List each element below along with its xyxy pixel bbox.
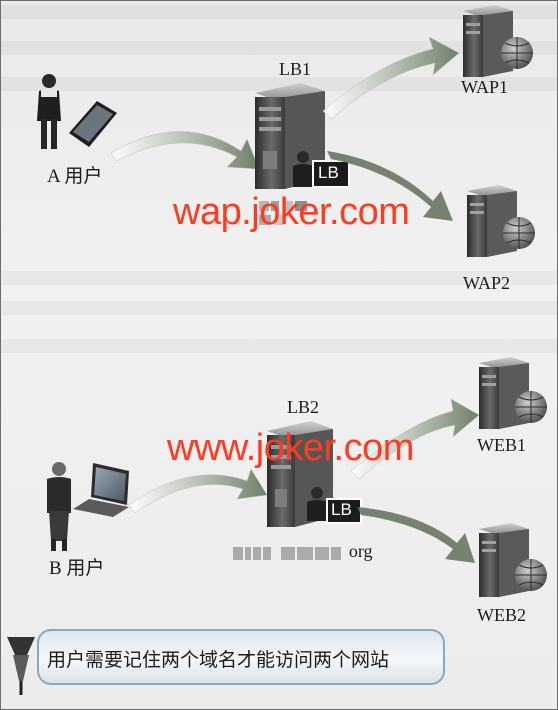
user-a-label: A 用户 <box>47 166 103 187</box>
arrow-lb1-to-wap2 <box>327 151 453 221</box>
arrow-lb1-to-wap1 <box>322 36 460 120</box>
lb2-admin-person-icon <box>307 487 327 521</box>
arrow-user-b-to-lb2 <box>128 468 268 514</box>
user-b-label: B 用户 <box>49 558 105 579</box>
lb2-domain-blurred: org <box>233 541 373 562</box>
note-callout: 用户需要记住两个域名才能访问两个网站 <box>37 629 445 685</box>
wap-domain-text: wap.joker.com <box>173 191 410 233</box>
lb1-badge-box <box>312 160 350 188</box>
lb1-badge-text: LB <box>318 163 339 182</box>
www-domain-text: www.joker.com <box>167 427 414 469</box>
arrow-lb2-to-web2 <box>357 507 475 563</box>
lb1-domain-blur <box>259 201 307 225</box>
note-text: 用户需要记住两个域名才能访问两个网站 <box>47 649 390 671</box>
arrow-user-a-to-lb1 <box>110 131 260 170</box>
lb2-domain-suffix: org <box>348 541 373 561</box>
web1-server-icon <box>479 357 547 429</box>
web2-server-icon <box>479 523 547 597</box>
wap1-server-icon <box>463 5 533 77</box>
wap1-label: WAP1 <box>461 77 509 97</box>
wap2-server-icon <box>467 185 535 257</box>
lb1-label: LB1 <box>279 59 312 79</box>
mobile-phone-icon <box>69 101 117 147</box>
laptop-icon <box>73 463 129 517</box>
web2-label: WEB2 <box>477 605 526 625</box>
lb2-label: LB2 <box>287 397 320 417</box>
user-b-person-icon <box>47 462 71 551</box>
arrow-lb2-to-web1 <box>350 398 480 480</box>
pushpin-icon <box>7 637 35 695</box>
lb1-admin-person-icon <box>293 151 313 187</box>
wap2-label: WAP2 <box>463 273 511 293</box>
lb2-badge-text: LB <box>331 500 352 519</box>
user-a-person-icon <box>37 74 61 149</box>
web1-label: WEB1 <box>477 435 526 455</box>
